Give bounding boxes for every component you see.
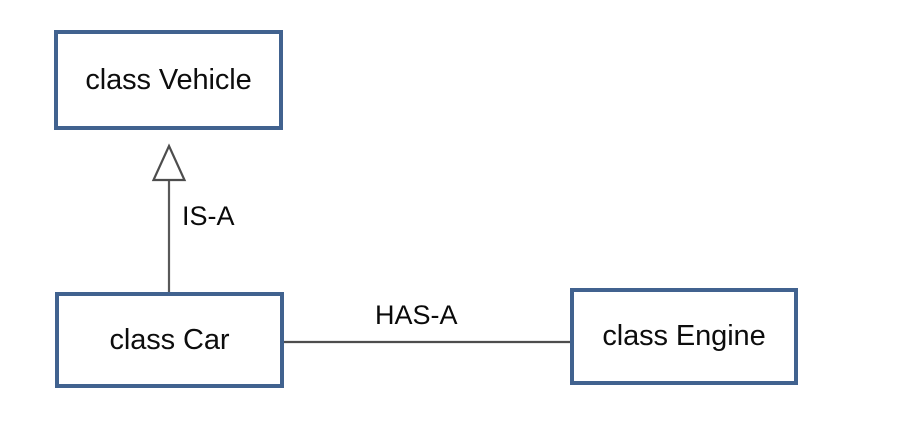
- class-box-engine[interactable]: class Engine: [570, 288, 798, 385]
- relationship-label-is-a: IS-A: [182, 201, 235, 231]
- class-box-car[interactable]: class Car: [55, 292, 284, 388]
- class-box-vehicle[interactable]: class Vehicle: [54, 30, 283, 130]
- generalization-triangle-arrowhead: [151, 143, 187, 182]
- class-box-engine-label: class Engine: [602, 320, 766, 352]
- class-box-car-label: class Car: [109, 323, 230, 356]
- relationship-label-has-a: HAS-A: [375, 300, 458, 330]
- class-box-vehicle-label: class Vehicle: [85, 63, 252, 96]
